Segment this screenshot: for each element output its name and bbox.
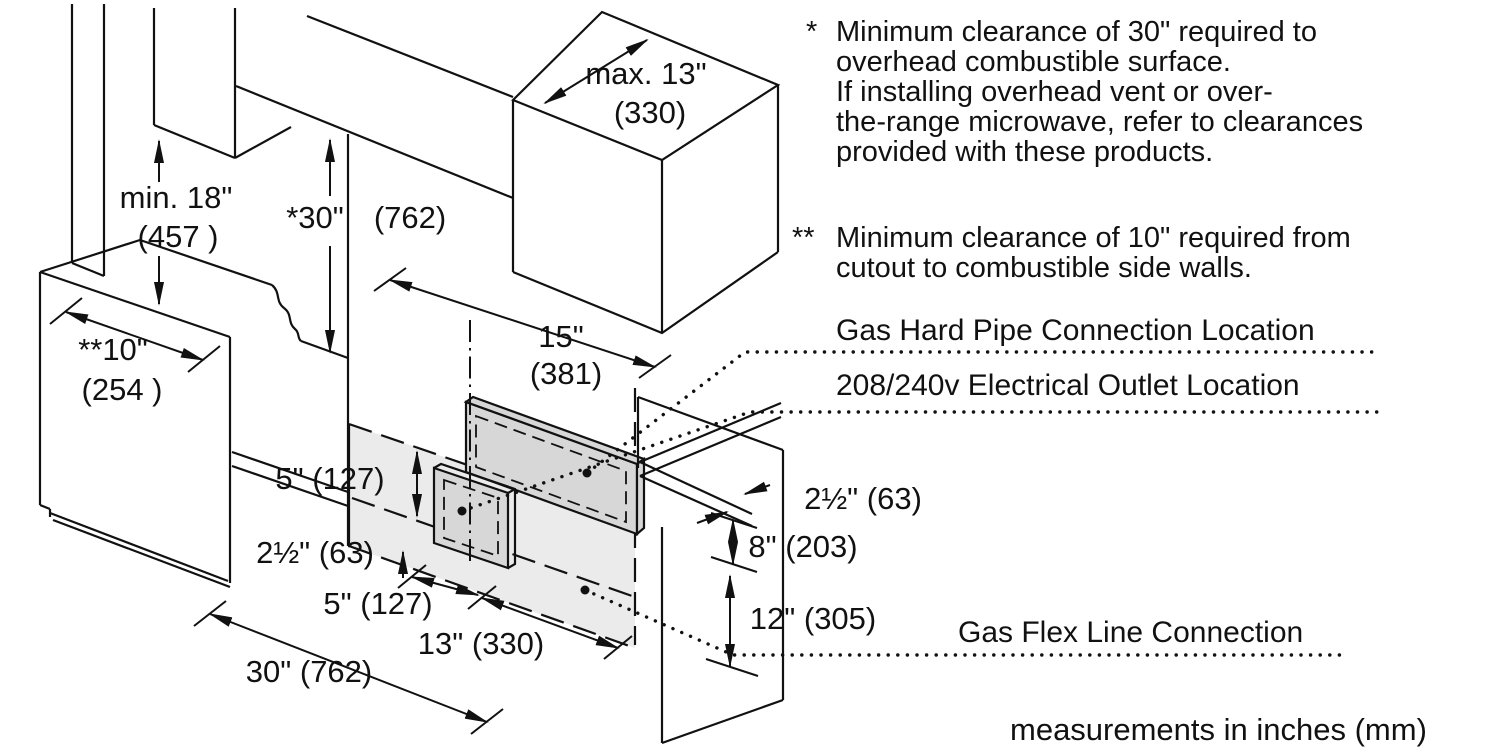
dim-thirteen-lines (467, 585, 633, 660)
dim-overhead: *30" (286, 200, 344, 235)
dim-thirteen: 13" (330) (417, 626, 545, 661)
vent-duct (152, 8, 292, 160)
dim-eight-lines (710, 512, 758, 573)
dim-twelve-lines (705, 574, 759, 677)
note2-line-2: cutout to combustible side walls. (836, 252, 1252, 284)
units-note: measurements in inches (mm) (1010, 712, 1427, 747)
dim-eight: 8" (203) (748, 529, 858, 564)
dim-fifteen-mm: (381) (529, 356, 603, 391)
dim-five-lower-lines (397, 564, 480, 596)
note1-marker: * (806, 16, 818, 48)
dim-soffit-height: min. 18" (119, 180, 233, 215)
dim-five-upper: 5" (127) (275, 461, 385, 496)
soffit (235, 14, 514, 200)
note1-line-5: provided with these products. (836, 136, 1214, 168)
dim-thirty-lines (193, 600, 504, 735)
gas-hard-pipe-label: Gas Hard Pipe Connection Location (836, 314, 1315, 347)
note1-line-1: Minimum clearance of 30" required to (836, 16, 1317, 48)
dim-two-half-right: 2½" (63) (804, 481, 922, 516)
dim-side-wall-lines (49, 297, 221, 373)
note1-line-4: the-range microwave, refer to clearances (836, 106, 1364, 138)
note2-marker: ** (792, 222, 815, 254)
dim-cab-depth: max. 13" (585, 56, 707, 91)
dim-thirty: 30" (762) (245, 654, 373, 689)
dim-two-half-right-lines (696, 481, 771, 525)
note2-line-1: Minimum clearance of 10" required from (836, 222, 1351, 254)
dim-overhead-mm: (762) (373, 200, 447, 235)
dim-five-lower: 5" (127) (323, 586, 433, 621)
dim-twelve: 12" (305) (749, 601, 877, 636)
wall-break-squiggle (271, 284, 302, 342)
dim-fifteen: 15" (538, 319, 584, 354)
dim-two-half-left: 2½" (63) (256, 535, 374, 570)
dim-soffit-height-mm: (457 ) (137, 219, 219, 254)
right-cabinet (636, 395, 785, 745)
left-cabinet (38, 134, 350, 589)
electrical-outlet-label: 208/240v Electrical Outlet Location (836, 369, 1300, 402)
chimney (70, 4, 106, 278)
dim-side-wall-mm: (254 ) (81, 372, 163, 407)
dim-cab-depth-lines (543, 38, 649, 105)
note1-line-2: overhead combustible surface. (836, 46, 1231, 78)
dim-cab-depth-mm: (330) (613, 95, 687, 130)
gas-flex-label: Gas Flex Line Connection (958, 616, 1304, 649)
dim-fifteen-lines (373, 267, 672, 379)
note1-line-3: If installing overhead vent or over- (836, 76, 1273, 108)
gas-hard-pipe-panel (463, 395, 647, 537)
dim-side-wall: **10" (78, 332, 148, 367)
